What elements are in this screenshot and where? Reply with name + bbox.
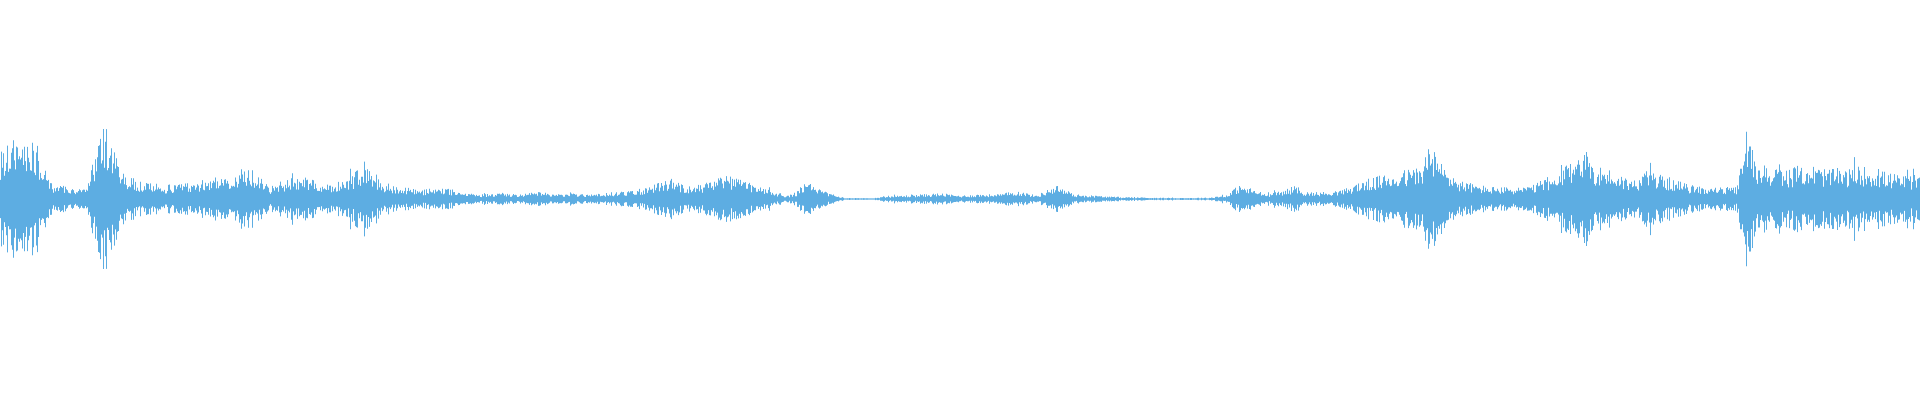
waveform-bars: [0, 129, 1920, 269]
waveform-path: [0, 129, 1920, 269]
